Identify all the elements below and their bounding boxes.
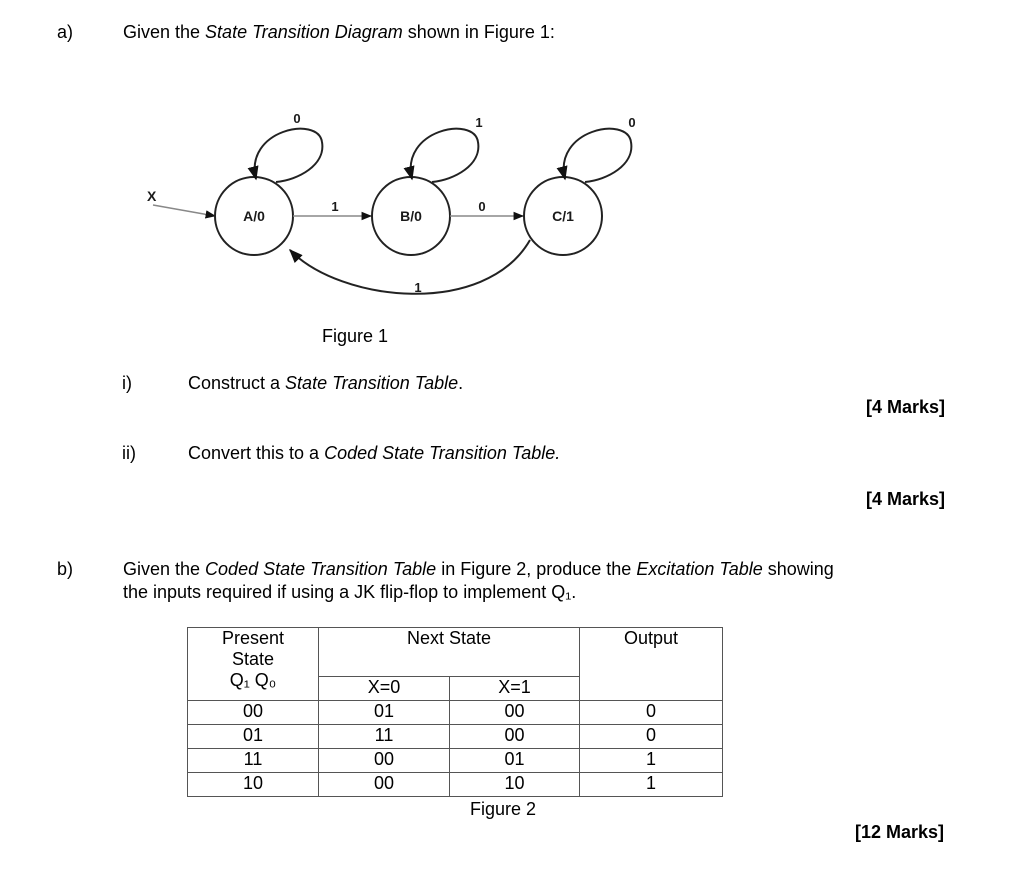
self-loop-c-label: 0 [628, 115, 635, 130]
text-run: showing [762, 559, 834, 579]
x0-header: X=0 [318, 676, 450, 701]
question-ii-marks: [4 Marks] [866, 489, 946, 509]
question-i-label: i) [122, 373, 132, 393]
table-row: 10 00 10 1 [187, 772, 723, 797]
self-loop-c [556, 127, 633, 183]
part-b-line-2: the inputs required if using a JK flip-f… [123, 582, 577, 602]
self-loop-b-label: 1 [475, 115, 482, 130]
text-run: Excitation Table [636, 559, 763, 579]
question-ii-label: ii) [122, 443, 136, 463]
text-run: Coded State Transition Table. [324, 443, 561, 463]
next-state-header: Next State [318, 627, 580, 677]
figure-1-caption: Figure 1 [322, 326, 389, 346]
text-run: . [458, 373, 464, 393]
state-b-label: B/0 [400, 208, 422, 224]
part-b-line-1: Given the Coded State Transition Table i… [123, 558, 834, 580]
input-label: X [147, 188, 157, 204]
part-a-intro: Given the State Transition Diagram shown… [123, 21, 555, 43]
text-run: in Figure 2, produce the [436, 559, 637, 579]
edge-a-b-label: 1 [331, 199, 338, 214]
output-header: Output [579, 627, 723, 701]
x1-header: X=1 [449, 676, 580, 701]
part-b-marks: [12 Marks] [855, 822, 945, 842]
state-c-label: C/1 [552, 208, 574, 224]
coded-state-transition-table: Present State Q₁ Q₀ Next State Output X=… [187, 627, 723, 797]
self-loop-b [403, 127, 480, 183]
question-i-marks: [4 Marks] [866, 397, 946, 417]
table-row: 11 00 01 1 [187, 748, 723, 773]
question-ii-text: Convert this to a Coded State Transition… [188, 442, 560, 464]
edge-c-a-label: 1 [414, 280, 421, 295]
text-run: State Transition Table [285, 373, 459, 393]
table-row: 01 11 00 0 [187, 724, 723, 749]
question-i-text: Construct a State Transition Table. [188, 372, 463, 394]
text-run: Coded State Transition Table [205, 559, 437, 579]
text-run: Given the [123, 22, 206, 42]
part-b-label: b) [57, 559, 74, 579]
table-row: 00 01 00 0 [187, 700, 723, 725]
part-a-label: a) [57, 22, 74, 42]
present-state-header: Present State Q₁ Q₀ [187, 627, 319, 701]
state-a-label: A/0 [243, 208, 265, 224]
self-loop-a-label: 0 [293, 111, 300, 126]
input-arrow [152, 204, 217, 219]
figure-2-caption: Figure 2 [470, 799, 537, 819]
text-run: Construct a [188, 373, 286, 393]
edge-c-a [289, 239, 531, 295]
self-loop-a [247, 127, 324, 183]
edge-b-c-label: 0 [478, 199, 485, 214]
text-run: Convert this to a [188, 443, 325, 463]
text-run: State Transition Diagram [205, 22, 403, 42]
text-run: shown in Figure 1: [402, 22, 555, 42]
text-run: Given the [123, 559, 206, 579]
